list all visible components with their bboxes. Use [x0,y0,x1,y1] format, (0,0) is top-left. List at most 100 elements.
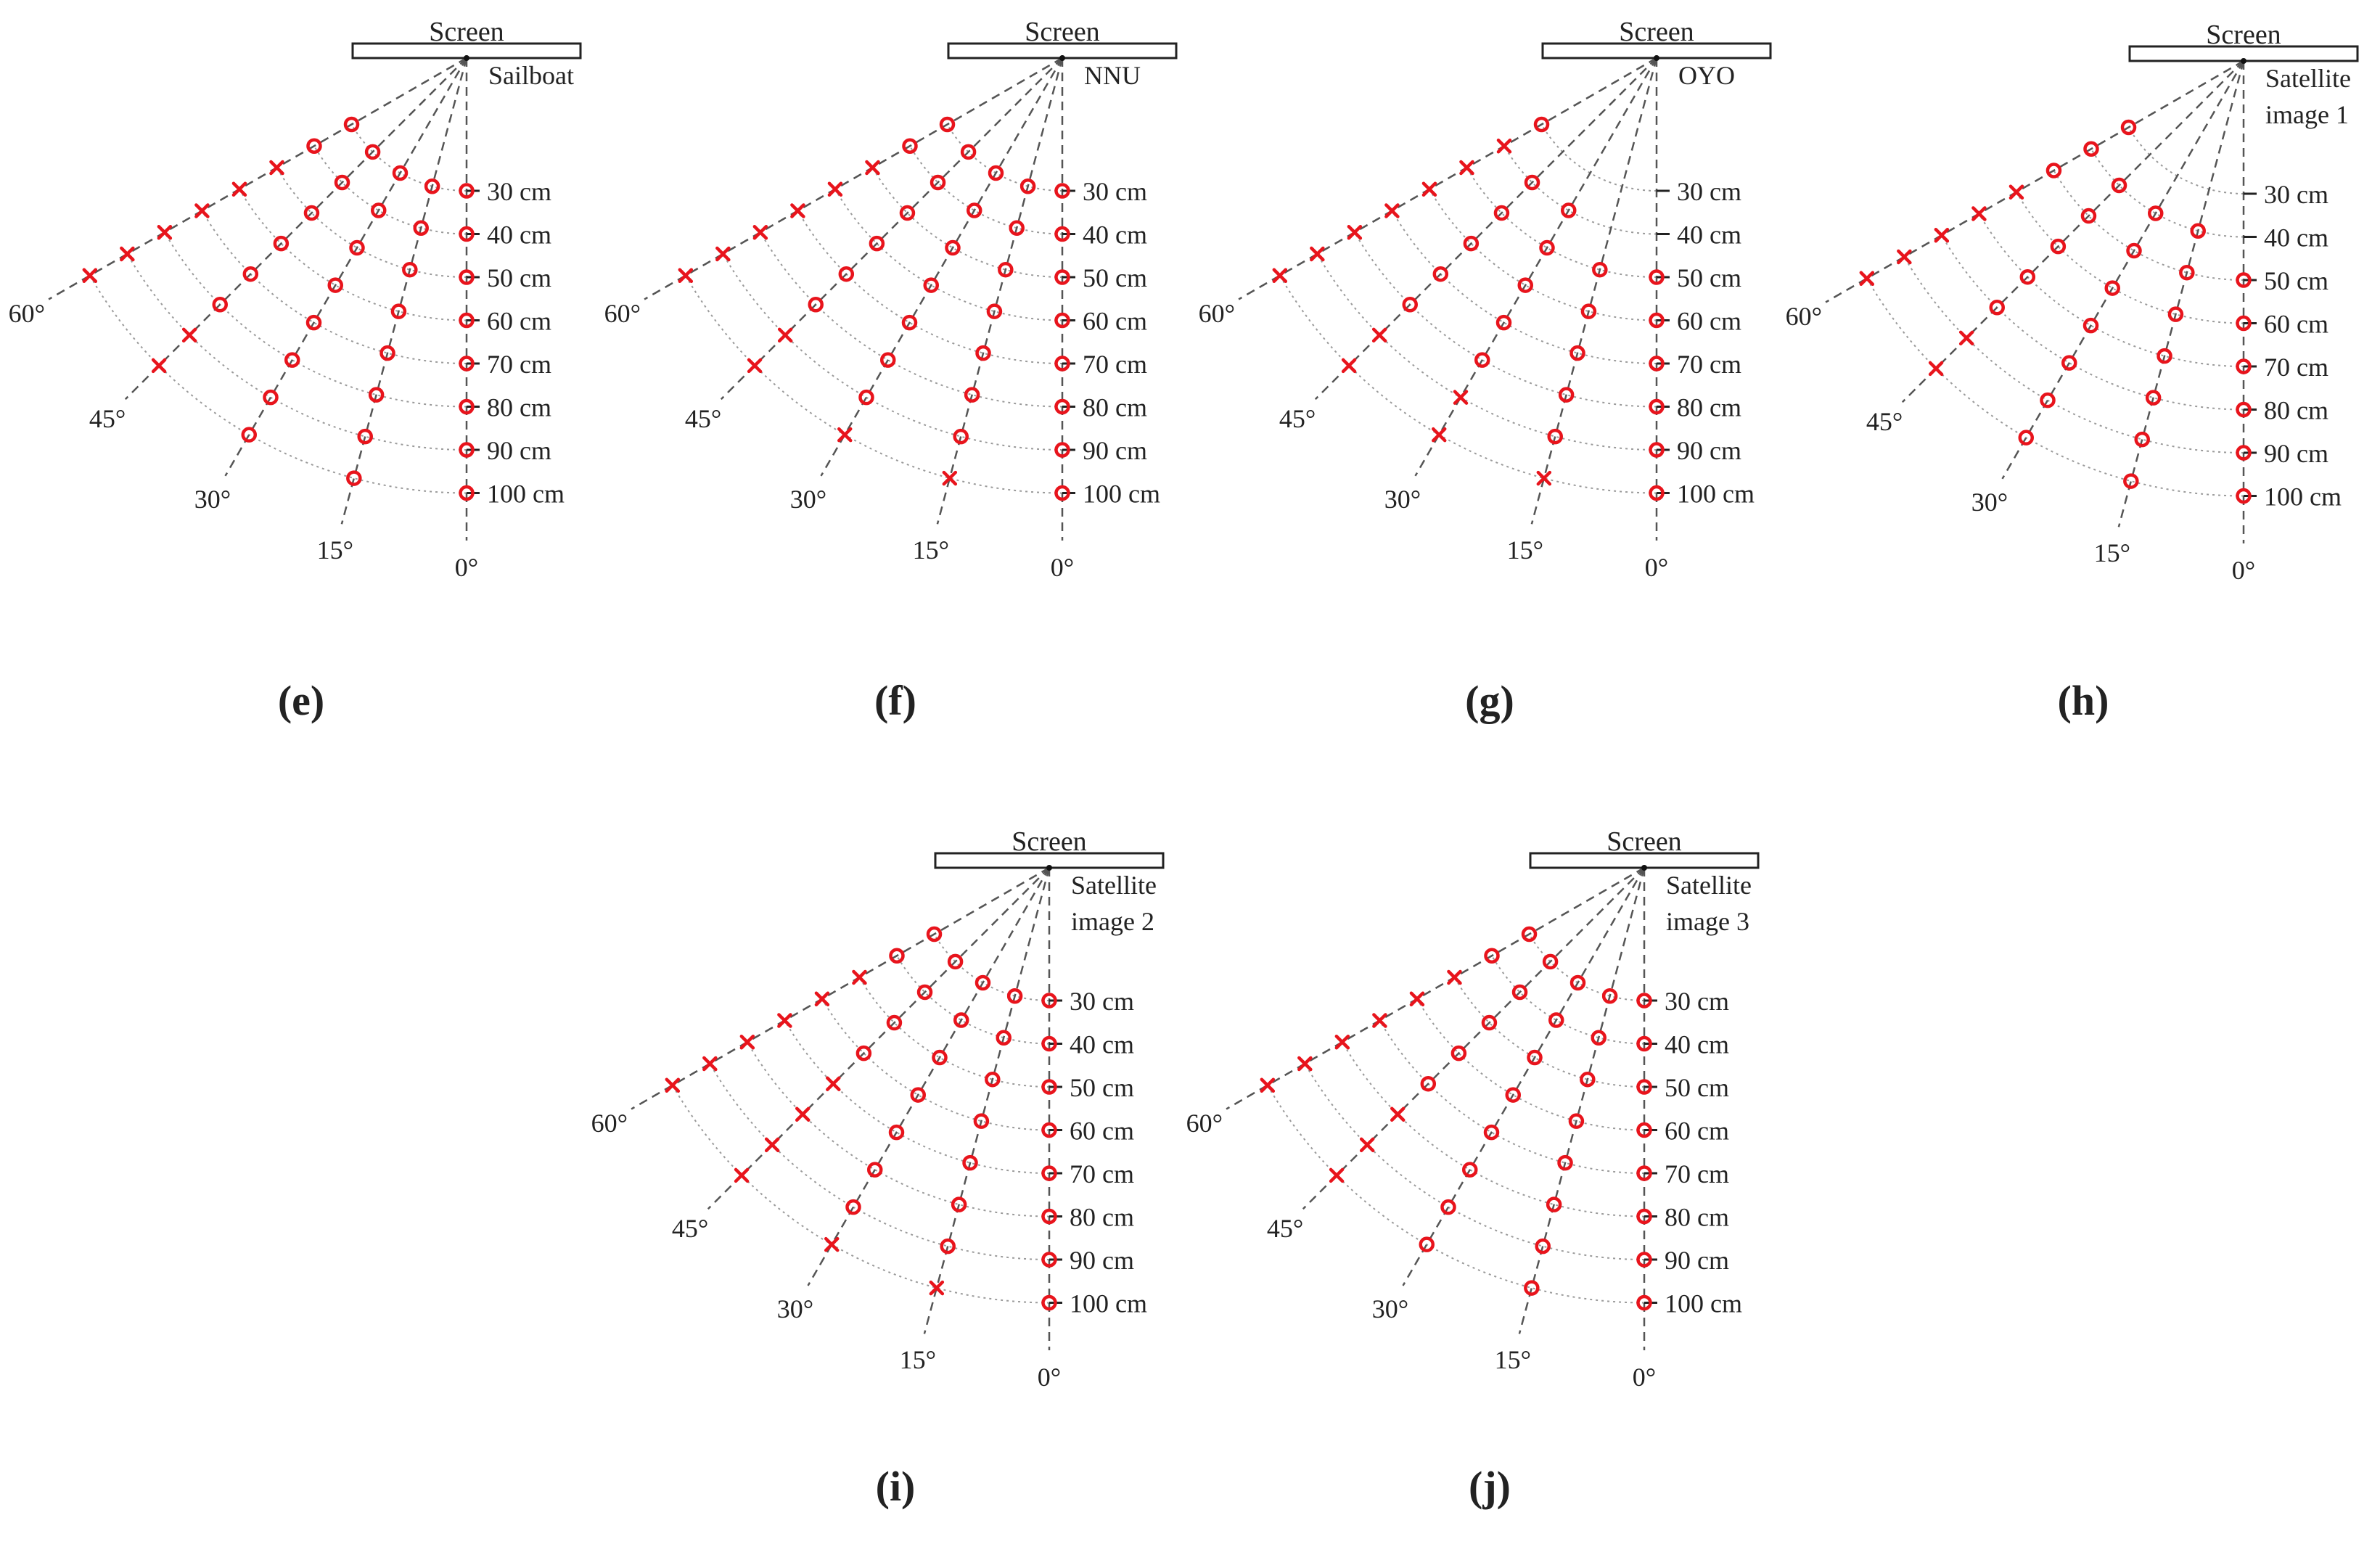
missed-marker [1421,181,1437,197]
detected-marker [1539,239,1555,256]
detected-marker [901,314,918,331]
detected-marker [1546,1196,1562,1212]
distance-label: 100 cm [487,480,565,509]
angle-ray [1901,60,2244,403]
missed-marker [1260,1077,1276,1093]
angle-label: 60° [1186,1109,1223,1138]
detected-marker [1527,1049,1543,1066]
detected-marker [838,266,855,282]
distance-arc [164,231,467,408]
distance-label: 50 cm [1677,263,1741,292]
detected-marker [940,1238,956,1254]
distance-arc [276,167,467,278]
missed-marker [837,427,853,443]
panel-name: OYO [1678,61,1735,90]
distance-label: 40 cm [1083,221,1147,250]
distance-label: 40 cm [1070,1030,1134,1059]
detected-marker [1054,442,1070,458]
detected-marker [1649,269,1665,285]
detected-marker [242,266,259,282]
missed-marker [1897,249,1912,265]
distance-arc [909,145,1063,235]
detected-marker [306,138,322,154]
detected-marker [1524,1280,1540,1296]
panel-name: Sailboat [488,61,574,90]
distance-arc [1528,933,1645,1001]
detected-marker [1601,988,1618,1004]
distance-arc [1304,1063,1645,1260]
detected-marker [1420,1075,1437,1092]
missed-marker [1934,228,1950,243]
detected-marker [1636,1165,1652,1181]
detected-marker [1557,1154,1573,1171]
missed-marker [2008,184,2024,200]
detected-marker [459,485,475,501]
distance-arc [2053,170,2244,281]
detected-marker [2190,223,2206,239]
detected-marker [1505,1087,1521,1103]
panel-caption: (h) [2058,677,2109,724]
detected-marker [459,226,475,242]
detected-marker [1542,953,1559,970]
detected-marker [964,387,980,403]
detected-marker [953,1012,969,1028]
detected-marker [1054,312,1070,329]
detected-marker [1636,1122,1652,1138]
missed-marker [194,203,210,218]
distance-label: 70 cm [487,350,551,379]
distance-label: 90 cm [487,436,551,465]
distance-label: 60 cm [1070,1117,1134,1146]
missed-marker [795,1106,811,1122]
detected-marker [346,470,362,486]
detected-marker [1649,356,1665,371]
angle-label: 45° [672,1214,708,1243]
detected-marker [1483,1124,1500,1141]
detected-marker [2111,177,2127,194]
distance-arc [821,998,1050,1131]
distance-arc [1354,231,1657,408]
missed-marker [865,160,880,176]
missed-marker [702,1056,718,1072]
detected-marker [2120,119,2137,136]
detected-marker [1649,442,1665,458]
angle-ray [820,57,1064,477]
missed-marker [1453,390,1469,405]
detected-marker [2145,390,2162,406]
detected-marker [459,312,475,329]
panel-caption: (f) [874,677,916,724]
distance-label: 100 cm [1665,1289,1742,1318]
detected-marker [1591,1030,1606,1046]
missed-marker [747,358,763,374]
missed-marker [1341,358,1357,374]
missed-marker [1432,427,1447,443]
missed-marker [151,358,167,374]
detected-marker [1636,993,1652,1009]
distance-label: 100 cm [1083,480,1160,509]
missed-marker [1409,991,1425,1006]
detected-marker [858,389,874,406]
detected-marker [973,1113,990,1129]
distance-arc [797,210,1063,364]
angle-ray [923,867,1051,1334]
angle-ray [1414,57,1658,477]
angle-label: 30° [194,485,231,514]
distance-label: 100 cm [1070,1289,1147,1318]
distance-arc [1466,167,1657,278]
distance-arc [1379,1019,1645,1174]
detected-marker [985,1071,1001,1088]
missed-marker [1359,1137,1375,1153]
missed-marker [1334,1035,1350,1050]
missed-marker [715,246,731,262]
detected-marker [2236,488,2252,504]
distance-label: 80 cm [1665,1203,1729,1232]
detected-marker [2050,238,2067,255]
detected-marker [459,442,475,458]
detected-marker [2045,163,2062,178]
missed-marker [665,1077,681,1093]
detected-marker [1041,993,1057,1009]
angle-ray [1314,57,1657,401]
detected-marker [1636,1035,1652,1052]
distance-arc [1391,210,1657,364]
detected-marker [2082,317,2099,334]
